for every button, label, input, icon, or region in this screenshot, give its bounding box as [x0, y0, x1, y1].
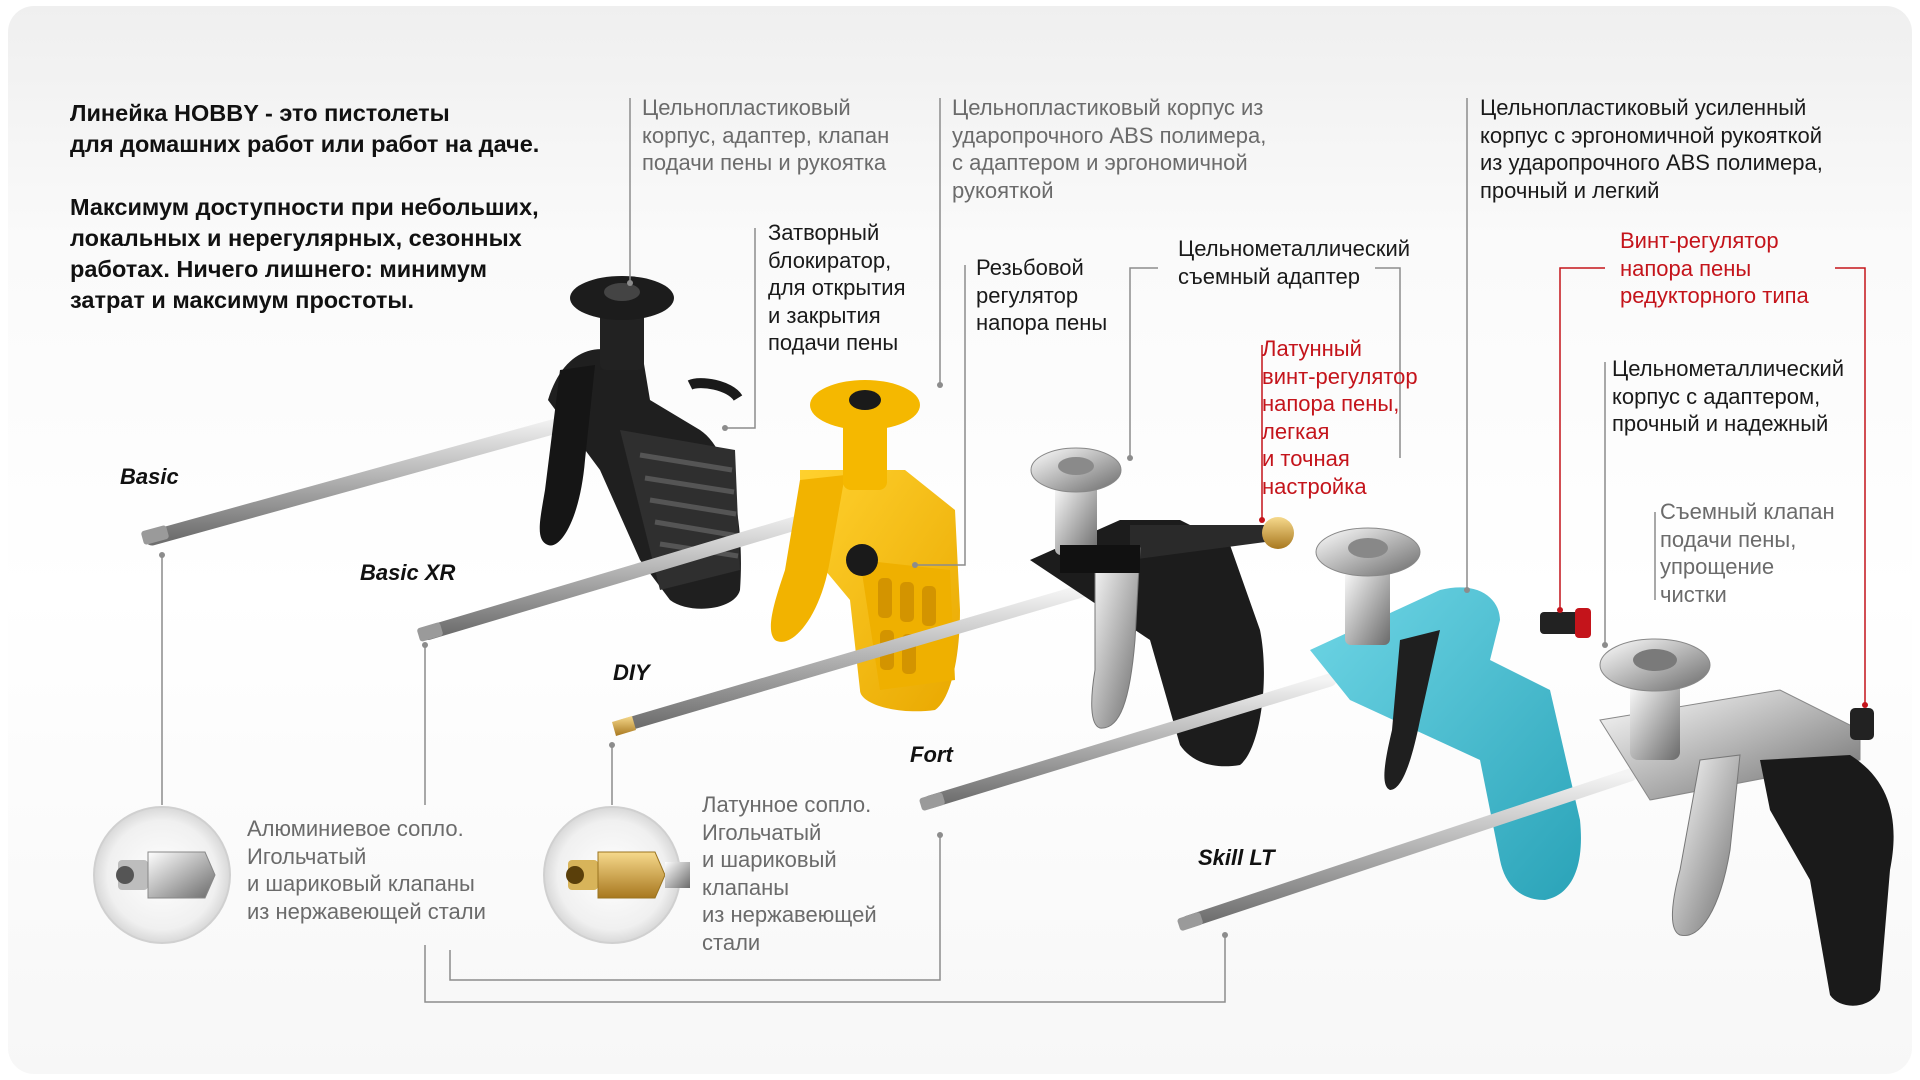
diy-gun: [612, 447, 1294, 767]
callout-thread-regulator: Резьбовой регулятор напора пены: [976, 255, 1108, 335]
callout-brass-nozzle: Латунное сопло. Игольчатый и шариковый к…: [702, 792, 877, 955]
callout-metal-adapter: Цельнометаллический съемный адаптер: [1178, 236, 1411, 289]
leader-dots: [159, 280, 1608, 938]
callout-removable-valve: Съемный клапан подачи пены, упрощение чи…: [1660, 499, 1835, 607]
basic-xr-gun: [417, 380, 960, 712]
intro-line-5: работах. Ничего лишнего: минимум: [70, 256, 488, 282]
callout-metal-body: Цельнометаллический корпус с адаптером, …: [1612, 356, 1845, 436]
aluminum-nozzle-lens: [93, 806, 231, 944]
leader-lines: [161, 98, 1656, 1003]
callout-abs-body: Цельнопластиковый корпус из ударопрочног…: [952, 95, 1267, 203]
red-leader-lines: [1261, 267, 1866, 705]
basic-gun: [141, 276, 743, 609]
callout-reducer-screw: Винт-регулятор напора пены редукторного …: [1620, 228, 1809, 308]
skill-lt-gun: [1177, 638, 1894, 1006]
intro-line-3: Максимум доступности при небольших,: [70, 194, 539, 220]
model-label-fort: Fort: [910, 742, 953, 767]
brass-nozzle-lens: [543, 806, 690, 944]
callout-shutter-lock: Затворный блокиратор, для открытия и зак…: [768, 220, 906, 355]
intro-line-2: для домашних работ или работ на даче.: [70, 131, 540, 157]
intro-line-1: Линейка HOBBY - это пистолеты: [70, 100, 450, 126]
background-card: [8, 6, 1912, 1074]
fort-gun: [919, 527, 1591, 900]
model-label-skill-lt: Skill LT: [1198, 845, 1275, 870]
callout-reinforced-body: Цельнопластиковый усиленный корпус с эрг…: [1480, 95, 1823, 203]
callout-aluminum-nozzle: Алюминиевое сопло. Игольчатый и шариковы…: [247, 816, 486, 924]
intro-line-6: затрат и максимум простоты.: [70, 287, 414, 313]
callout-brass-screw: Латунный винт-регулятор напора пены, лег…: [1262, 336, 1418, 499]
callout-plastic-body: Цельнопластиковый корпус, адаптер, клапа…: [642, 95, 890, 175]
model-label-diy: DIY: [613, 660, 650, 685]
intro-line-4: локальных и нерегулярных, сезонных: [70, 225, 522, 251]
model-label-basic-xr: Basic XR: [360, 560, 456, 585]
model-label-basic: Basic: [120, 464, 179, 489]
